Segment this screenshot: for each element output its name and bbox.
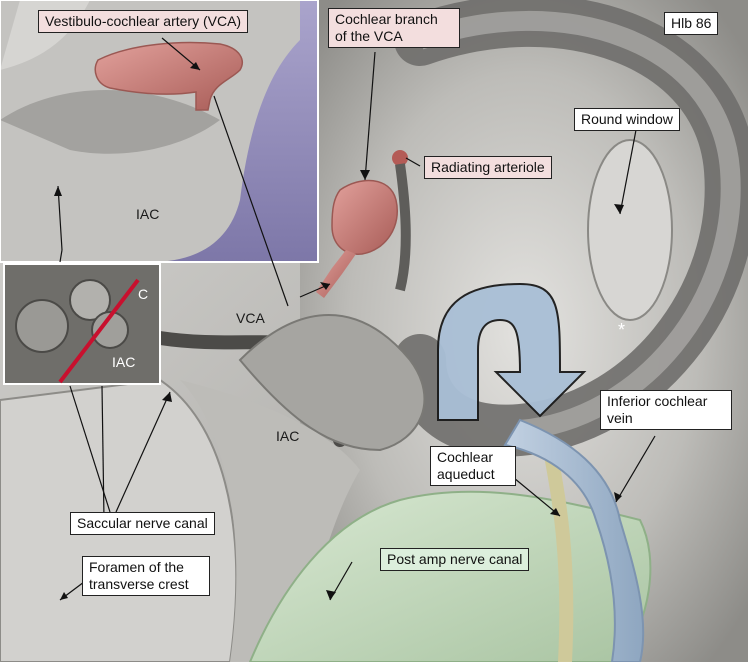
- label-cochlear-branch-line1: Cochlear branch: [335, 11, 438, 27]
- arrowhead-vca-short: [320, 282, 330, 290]
- label-cochlear-aqueduct-line1: Cochlear: [437, 449, 494, 465]
- arrowhead-inset-top: [54, 186, 62, 196]
- pointer-radiating-arteriole: [405, 157, 421, 167]
- text-iac-main: IAC: [276, 428, 300, 444]
- inset-circle-top: [69, 279, 111, 321]
- cochlear-spiral-highlight: [416, 10, 741, 440]
- inset-circle-left: [15, 299, 69, 353]
- pointer-aqueduct: [513, 477, 561, 517]
- modiolus-region: [238, 314, 426, 452]
- inset-cut-line: [58, 278, 140, 384]
- flow-arrow: [437, 282, 587, 421]
- pointer-saccular-1: [115, 391, 171, 513]
- pointer-inset-top-2: [59, 249, 63, 263]
- label-vca: Vestibulo-cochlear artery (VCA): [38, 10, 249, 33]
- label-radiating-arteriole: Radiating arteriole: [424, 156, 552, 179]
- text-iac-top: IAC: [136, 206, 160, 222]
- arrowhead-post-amp: [326, 590, 336, 600]
- text-iac-inset: IAC: [112, 354, 136, 370]
- arrowhead-round-window: [614, 204, 624, 214]
- label-inferior-vein-line1: Inferior cochlear: [607, 393, 708, 409]
- arrowhead-saccular: [162, 392, 172, 402]
- label-inferior-vein-line2: vein: [607, 410, 633, 426]
- pointer-saccular-3: [101, 385, 105, 521]
- pointer-cochlear-branch: [364, 51, 376, 181]
- radiating-arteriole-shape: [392, 150, 408, 166]
- pointer-inferior-vein: [615, 435, 656, 503]
- text-asterisk: *: [618, 320, 626, 340]
- pointer-vca-to-label: [213, 95, 289, 307]
- specimen-badge: Hlb 86: [664, 12, 719, 35]
- arrowhead-vca: [190, 62, 200, 70]
- arrowhead-aqueduct: [550, 508, 560, 516]
- inset-groove: [0, 90, 220, 154]
- lower-mid-bone: [180, 380, 360, 662]
- label-post-amp-nerve-canal: Post amp nerve canal: [380, 548, 530, 571]
- arrowhead-cochlear: [360, 170, 370, 180]
- text-vca-short: VCA: [236, 310, 265, 326]
- pointer-inset-top: [57, 185, 63, 251]
- round-window-shape: [587, 139, 673, 321]
- label-round-window: Round window: [574, 108, 680, 131]
- post-amp-nerve-canal-shape: [248, 490, 652, 662]
- label-foramen-transverse-crest: Foramen of the transverse crest: [82, 556, 210, 596]
- label-cochlear-branch-line2: of the VCA: [335, 28, 403, 44]
- label-foramen-line1: Foramen of the: [89, 559, 184, 575]
- arrowheads: [54, 62, 624, 600]
- arrowhead-vein: [614, 492, 622, 502]
- inferior-cochlear-vein-shape: [503, 418, 645, 662]
- pointer-round-window: [619, 129, 637, 215]
- inset-top-left-frame: [0, 0, 319, 263]
- label-cochlear-branch: Cochlear branch of the VCA: [328, 8, 460, 48]
- label-cochlear-aqueduct: Cochlear aqueduct: [430, 446, 516, 486]
- modiolus-column: [395, 163, 411, 292]
- vca-artery-shape: [94, 41, 243, 111]
- label-saccular-nerve-canal: Saccular nerve canal: [70, 512, 215, 535]
- label-foramen-line2: transverse crest: [89, 576, 189, 592]
- cochlear-branch-shape: [331, 179, 398, 255]
- label-inferior-cochlear-vein: Inferior cochlear vein: [600, 390, 732, 430]
- label-cochlear-aqueduct-line2: aqueduct: [437, 466, 495, 482]
- text-c-inset: C: [138, 286, 149, 302]
- inset-circle-right: [91, 311, 129, 349]
- arrowhead-foramen: [60, 592, 68, 600]
